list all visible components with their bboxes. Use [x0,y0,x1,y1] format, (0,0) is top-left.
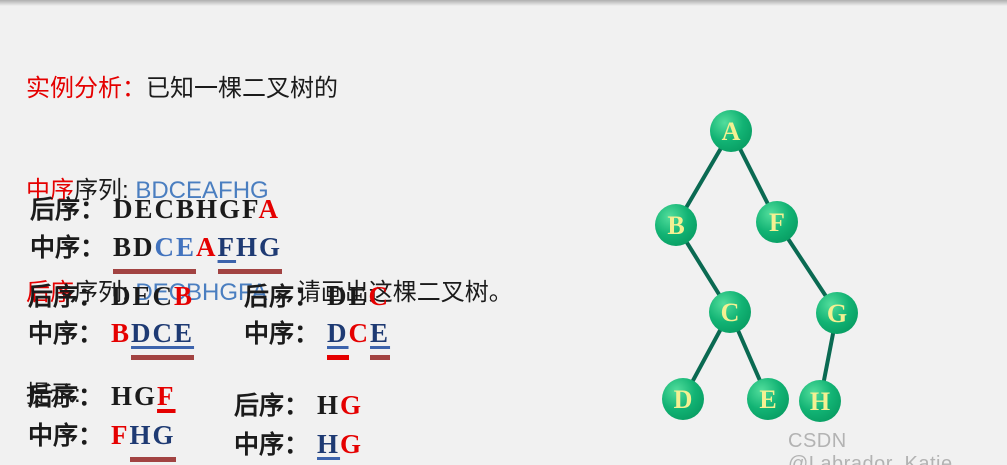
row-label: 后序： [234,393,310,420]
sequence: HG [317,429,364,465]
text-segment: ，请画出这棵二叉树。 [266,279,513,306]
postorder-subtree-hg-row: 后序： HG [234,386,363,422]
tree-node-label-f: F [769,208,785,237]
tree-node-e [747,378,789,420]
sequence: FHG [111,420,176,462]
postorder-left-subtree-row: 后序： DECB [28,277,194,313]
text-segment: G [340,390,364,420]
inorder-right-subtree-row: 中序： FHG [28,416,176,462]
inorder-left-subtree-row: 中序： BDCE [28,314,195,360]
tree-node-label-d: D [674,385,693,414]
sequence: BDCE [111,318,195,360]
text-segment: 序列: [74,177,136,204]
postorder-subtree-dec-row: 后序： DEC [244,277,390,313]
tree-node-c [709,291,751,333]
text-segment: H [317,390,341,420]
text-segment: E [370,318,391,360]
text-segment: 已知一棵二叉树的 [146,75,338,102]
text-segment: BD [113,232,155,274]
inorder-given-line: 中序序列: BDCEAFHG [26,174,513,208]
tree-node-a [710,110,752,152]
row-label: 中序： [244,321,320,348]
watermark: CSDN @Labrador_Katie [788,430,953,465]
text-segment: 中序 [26,177,74,204]
tree-node-label-b: B [667,211,684,240]
inorder-subtree-hg-row: 中序： HG [234,425,364,465]
text-segment: H [317,429,341,465]
sequence: HG [317,390,363,420]
text-segment: G [340,429,364,459]
text-segment: F [157,381,176,411]
text-segment: F [217,232,237,274]
text-segment: A [196,232,218,262]
inorder-full-row: 中序： BDCEAFHG [30,228,283,274]
text-segment: B [174,281,195,311]
tree-node-label-a: A [722,117,741,146]
row-label: 后序： [28,284,104,311]
text-segment: C [368,281,391,311]
row-label: 后序： [28,384,104,411]
sequence: BDCEAFHG [113,232,283,274]
sequence: HGF [111,381,176,411]
sequence: DECB [111,281,194,311]
row-label: 后序： [244,284,320,311]
text-segment: DECBHGF [113,194,259,224]
hint-label-line: 提示: [26,378,513,412]
tree-node-h [799,380,841,422]
tree-node-b [655,204,697,246]
text-segment: CE [154,232,197,274]
tree-node-label-c: C [721,298,740,327]
text-segment: BDCEAFHG [135,177,269,204]
postorder-right-subtree-row: 后序： HGF [28,377,176,413]
tree-node-label-e: E [759,385,776,414]
tree-node-d [662,378,704,420]
text-segment: HG [111,381,158,411]
row-label: 中序： [28,423,104,450]
text-segment: 序列: [74,279,136,306]
text-segment: DCE [131,318,195,360]
postorder-given-line: 后序序列: DECBHGFA ，请画出这棵二叉树。 [26,276,513,310]
row-label: 中序： [30,235,106,262]
row-label: 后序： [30,197,106,224]
text-segment: DE [327,281,369,311]
sequence: DCE [327,318,391,360]
text-segment: A [258,194,281,224]
tree-node-label-g: G [827,299,847,328]
tree-node-label-h: H [810,387,830,416]
text-segment: HG [129,420,176,462]
text-segment: HG [236,232,283,274]
problem-title-line: 实例分析：已知一棵二叉树的 [26,72,513,106]
text-segment: DEC [111,281,175,311]
tree-node-g [816,292,858,334]
problem-statement: 实例分析：已知一棵二叉树的 中序序列: BDCEAFHG 后序序列: DECBH… [26,4,513,465]
text-segment: 后序 [26,279,74,306]
sequence: DEC [327,281,390,311]
text-segment: 提示: [26,381,81,408]
text-segment: F [111,420,130,450]
text-segment: DECBHGFA [135,279,267,306]
postorder-full-row: 后序： DECBHGFA [30,190,280,226]
sequence: DECBHGFA [113,194,280,224]
text-segment: 实例分析： [26,75,146,102]
text-segment: D [327,318,349,360]
tree-node-f [756,201,798,243]
text-segment: C [348,318,371,348]
inorder-subtree-dce-row: 中序： DCE [244,314,391,360]
row-label: 中序： [28,321,104,348]
row-label: 中序： [234,432,310,459]
text-segment: B [111,318,132,348]
